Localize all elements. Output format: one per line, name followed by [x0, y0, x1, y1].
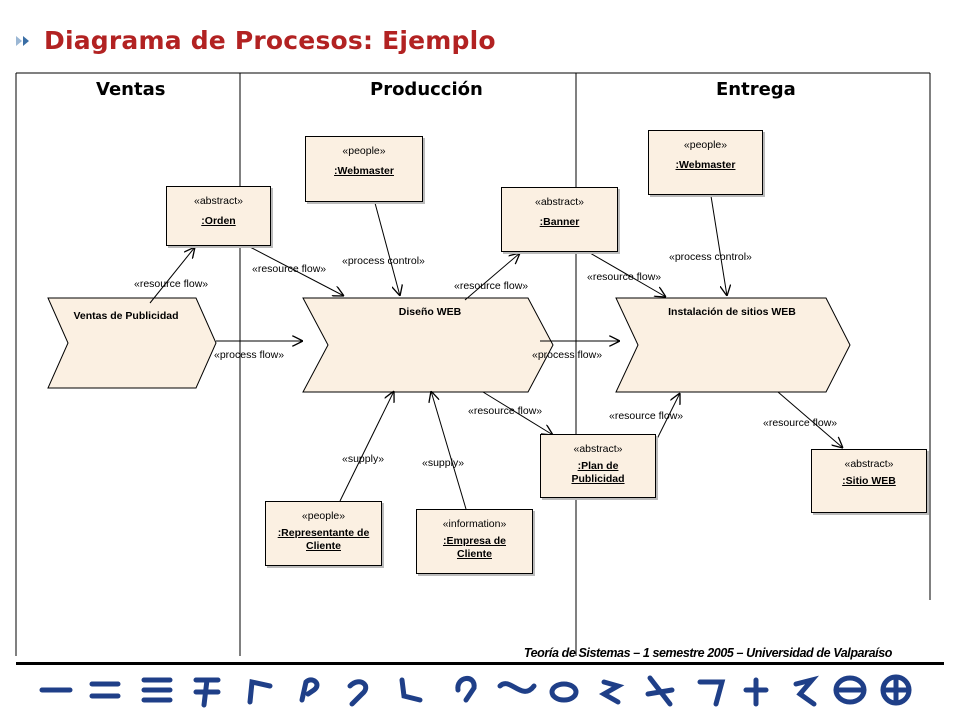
process-diseno-label: Diseño WEB	[398, 306, 462, 318]
object-webmaster-produccion[interactable]: «people» :Webmaster	[305, 136, 423, 202]
edge-label-resource-flow: «resource flow»	[609, 410, 684, 422]
stereotype-label: «abstract»	[573, 443, 623, 455]
arrow-webmaster1-to-diseno	[374, 202, 400, 296]
edge-label-process-flow: «process flow»	[214, 349, 285, 361]
lane-header-ventas: Ventas	[96, 79, 166, 100]
object-representante-cliente[interactable]: «people» :Representante de Cliente	[265, 501, 382, 566]
page-title-block: Diagrama de Procesos: Ejemplo	[16, 26, 496, 55]
process-ventas-label: Ventas de Publicidad	[73, 310, 179, 322]
edge-label-process-control: «process control»	[669, 251, 752, 263]
arrow-diseno-to-plan	[482, 391, 553, 435]
process-ventas-shape[interactable]	[47, 297, 217, 389]
object-plan-publicidad[interactable]: «abstract» :Plan de Publicidad	[540, 434, 656, 498]
arrow-empresa-to-diseno	[431, 391, 467, 510]
arrow-diseno-to-banner	[464, 253, 520, 301]
arrow-representante-to-diseno	[339, 391, 394, 502]
lane-header-entrega: Entrega	[716, 79, 796, 100]
object-name: :Sitio WEB	[842, 475, 896, 487]
object-webmaster-entrega[interactable]: «people» :Webmaster	[648, 130, 763, 195]
stereotype-label: «people»	[683, 139, 728, 151]
stereotype-label: «people»	[342, 145, 386, 157]
stereotype-label: «abstract»	[534, 196, 585, 208]
object-orden[interactable]: «abstract» :Orden	[166, 186, 271, 246]
footer-caption: Teoría de Sistemas – 1 semestre 2005 – U…	[523, 646, 893, 660]
arrow-ventas-to-orden	[149, 247, 195, 304]
object-name: :Plan de Publicidad	[571, 460, 625, 485]
edge-label-resource-flow: «resource flow»	[454, 280, 529, 292]
arrow-instalacion-to-sitio	[777, 391, 843, 448]
stereotype-label: «information»	[442, 518, 507, 530]
edge-label-resource-flow: «resource flow»	[252, 263, 327, 275]
arrow-orden-to-diseno	[249, 246, 344, 296]
process-instalacion-label: Instalación de sitios WEB	[668, 306, 796, 318]
process-diseno-shape[interactable]	[302, 297, 554, 393]
double-chevron-icon	[16, 35, 29, 46]
edge-label-process-control: «process control»	[342, 255, 425, 267]
object-name: :Representante de Cliente	[277, 527, 370, 552]
stereotype-label: «abstract»	[844, 458, 894, 470]
edge-label-resource-flow: «resource flow»	[134, 278, 209, 290]
object-name: :Orden	[201, 215, 236, 227]
edge-label-supply: «supply»	[422, 457, 465, 469]
object-name: :Webmaster	[675, 159, 736, 171]
lane-header-produccion: Producción	[370, 79, 483, 100]
object-empresa-cliente[interactable]: «information» :Empresa de Cliente	[416, 509, 533, 574]
object-name: :Empresa de Cliente	[442, 535, 507, 560]
edge-label-resource-flow: «resource flow»	[763, 417, 838, 429]
object-name: :Banner	[539, 216, 580, 228]
object-banner[interactable]: «abstract» :Banner	[501, 187, 618, 252]
swimlane-frame	[15, 72, 931, 656]
arrow-banner-to-instalacion	[589, 252, 666, 297]
flow-arrows	[149, 195, 843, 510]
object-sitio-web[interactable]: «abstract» :Sitio WEB	[811, 449, 927, 513]
decorative-glyph-strip	[39, 674, 912, 708]
object-name: :Webmaster	[334, 165, 394, 177]
page-title: Diagrama de Procesos: Ejemplo	[44, 26, 496, 55]
edge-label-resource-flow: «resource flow»	[468, 405, 543, 417]
arrow-plan-to-instalacion	[654, 393, 680, 444]
edge-label-process-flow: «process flow»	[532, 349, 603, 361]
footer-divider	[16, 662, 944, 665]
process-instalacion-shape[interactable]	[615, 297, 851, 393]
stereotype-label: «abstract»	[193, 195, 244, 207]
edge-label-supply: «supply»	[342, 453, 385, 465]
edge-label-resource-flow: «resource flow»	[587, 271, 662, 283]
stereotype-label: «people»	[301, 510, 346, 522]
arrow-webmaster2-to-instalacion	[710, 195, 727, 296]
